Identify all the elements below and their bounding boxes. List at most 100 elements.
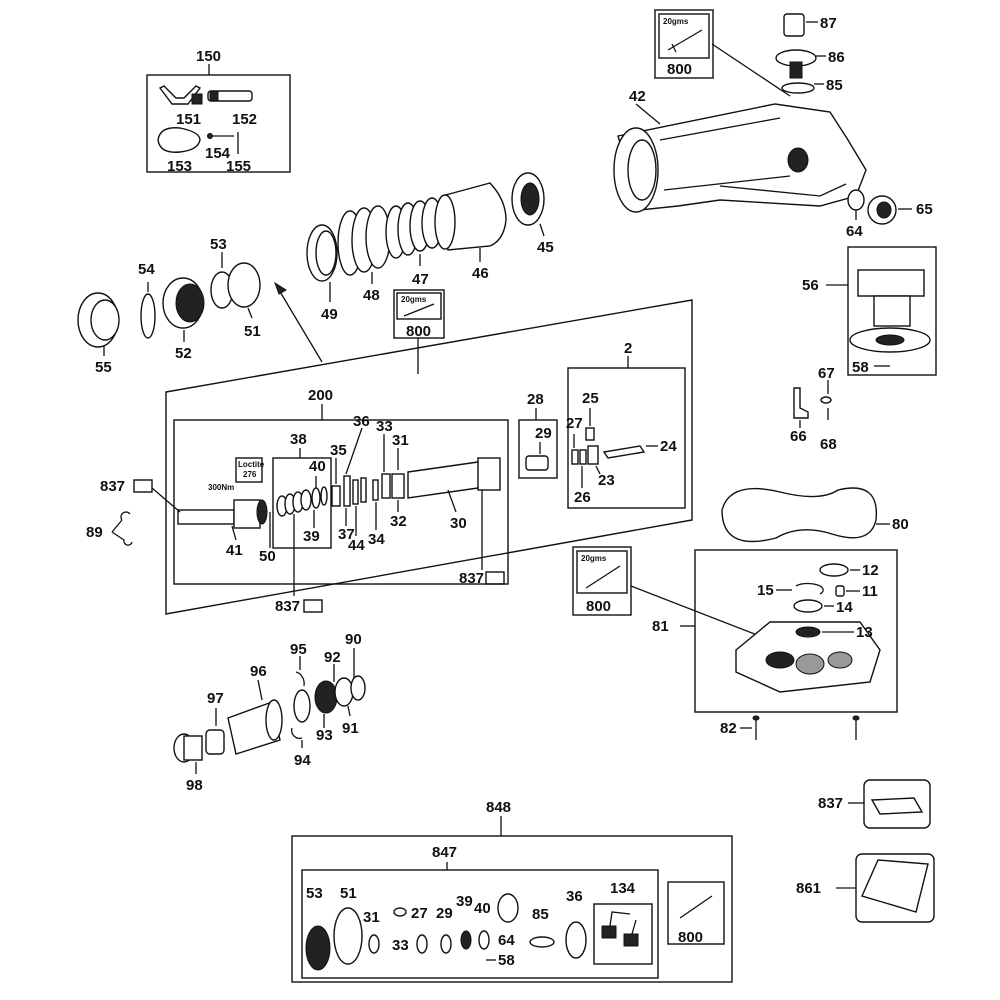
part-41-shaft [177, 509, 235, 525]
icon-837-a [133, 479, 153, 493]
grease-1-qty: 20gms [663, 17, 689, 26]
label-50: 50 [259, 548, 276, 565]
box-81 [694, 549, 898, 713]
part-33 [381, 473, 391, 499]
label-38: 38 [290, 431, 307, 448]
chuck-assembly: 96 97 95 90 92 93 91 94 98 [173, 631, 366, 794]
part-861-case [861, 859, 929, 913]
kit-part-29 [440, 934, 452, 954]
grease-gun-icon-2 [403, 303, 435, 317]
housing-assembly: 20gms 800 87 86 85 42 65 64 [613, 9, 933, 240]
part-154-head [207, 133, 213, 139]
part-39 [311, 487, 321, 509]
label-861: 861 [796, 880, 821, 897]
label-41: 41 [226, 542, 243, 559]
icon-837-c [485, 571, 505, 585]
kit-part-64 [497, 893, 519, 923]
part-152 [207, 90, 253, 102]
part-23 [587, 445, 599, 465]
part-56-shaft [873, 295, 911, 327]
box-848 [291, 835, 733, 983]
label-96: 96 [250, 663, 267, 680]
kit-part-31 [368, 934, 380, 954]
kit-part-39 [460, 930, 472, 950]
grease-box-1-inner [658, 13, 710, 59]
kit-label-40: 40 [474, 900, 491, 917]
box-2 [567, 367, 686, 509]
label-94: 94 [294, 752, 311, 769]
grease-gun-icon [667, 29, 703, 53]
label-29: 29 [535, 425, 552, 442]
part-66 [793, 387, 809, 419]
label-36: 36 [353, 413, 370, 430]
part-81-bore [765, 651, 795, 669]
part-46-sleeve [441, 182, 507, 251]
part-52-inner [175, 283, 205, 323]
loctite-number: 276 [243, 470, 257, 479]
kit-part-134 [601, 925, 617, 939]
kit-label-51: 51 [340, 885, 357, 902]
part-82-head [752, 715, 760, 721]
part-55-inner [90, 299, 120, 341]
part-67 [820, 396, 832, 404]
label-58: 58 [852, 359, 869, 376]
part-42-bore [627, 139, 657, 201]
label-13: 13 [856, 624, 873, 641]
grease-3-qty: 20gms [581, 554, 607, 563]
label-837-c: 837 [459, 570, 484, 587]
label-26: 26 [574, 489, 591, 506]
label-35: 35 [330, 442, 347, 459]
label-27: 27 [566, 415, 583, 432]
kit-part-134-b [623, 933, 639, 947]
label-40: 40 [309, 458, 326, 475]
kit-label-33: 33 [392, 937, 409, 954]
label-68: 68 [820, 436, 837, 453]
label-32: 32 [390, 513, 407, 530]
part-35 [331, 485, 341, 507]
label-56: 56 [802, 277, 819, 294]
gear-56-box: 56 58 [802, 246, 937, 376]
assembly-frame [165, 299, 693, 615]
grease-gun-icon-4 [679, 895, 713, 919]
label-82: 82 [720, 720, 737, 737]
kit-label-36: 36 [566, 888, 583, 905]
kit-part-85 [529, 936, 555, 948]
kit-label-29: 29 [436, 905, 453, 922]
part-37 [352, 479, 359, 505]
subassembly-150: 150 151 152 153 154 155 [146, 48, 291, 175]
grease-1-code: 800 [667, 61, 692, 78]
kit-part-36 [565, 921, 587, 959]
label-91: 91 [342, 720, 359, 737]
kit-label-31: 31 [363, 909, 380, 926]
kit-part-53 [305, 925, 331, 971]
label-49: 49 [321, 306, 338, 323]
part-151-fork [158, 85, 202, 105]
part-85-oring [781, 82, 815, 94]
part-153-loop [157, 127, 201, 153]
part-91 [334, 677, 354, 707]
part-24 [602, 445, 646, 459]
part-96-end [265, 699, 283, 741]
label-93: 93 [316, 727, 333, 744]
label-48: 48 [363, 287, 380, 304]
kit-label-134: 134 [610, 880, 636, 897]
label-97: 97 [207, 690, 224, 707]
label-15: 15 [757, 582, 774, 599]
spring-assembly: 49 48 47 46 45 [306, 172, 554, 323]
grease-box-2-inner [396, 292, 442, 320]
label-37: 37 [338, 526, 355, 543]
label-55: 55 [95, 359, 112, 376]
part-86-stem [789, 61, 803, 79]
part-151-pin [191, 93, 203, 105]
part-89 [111, 511, 133, 546]
parts-66-67-68: 67 66 68 [790, 365, 837, 453]
part-31 [391, 473, 405, 499]
label-14: 14 [836, 599, 853, 616]
kit-label-64: 64 [498, 932, 515, 949]
part-41-collar [233, 499, 261, 529]
label-152: 152 [232, 111, 257, 128]
label-66: 66 [790, 428, 807, 445]
part-837-box [863, 779, 931, 829]
part-26 [579, 449, 587, 465]
label-45: 45 [537, 239, 554, 256]
